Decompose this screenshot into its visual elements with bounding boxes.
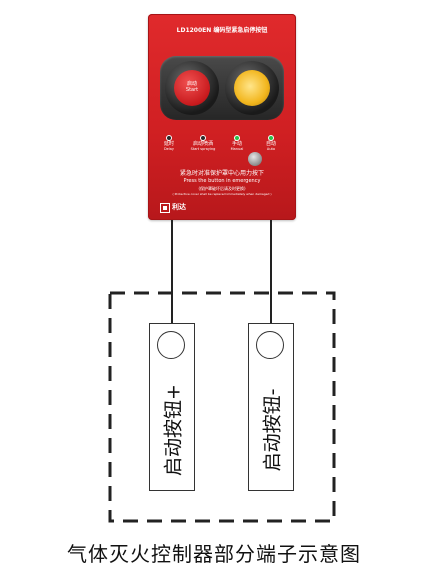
indicator-label-cn: 自动 <box>265 141 276 147</box>
indicator-label-cn: 手动 <box>231 141 242 147</box>
stop-button[interactable] <box>225 61 279 115</box>
start-button[interactable]: 启动 Start <box>165 61 219 115</box>
terminal-screw-hole-icon <box>256 331 284 359</box>
brand-logo-icon <box>160 203 170 213</box>
controller-boundary <box>108 291 336 523</box>
indicator-auto: 自动 Auto <box>254 136 288 151</box>
terminal-start-button-minus: 启动按钮- <box>248 323 294 491</box>
indicator-manual: 手动 Manual <box>220 136 254 151</box>
brand-name: 利达 <box>172 203 186 211</box>
cover-note-cn: (保护罩破坏后请及时更换) <box>198 186 246 191</box>
terminal-screw-hole-icon <box>157 331 185 359</box>
start-button-label-en: Start <box>185 87 199 93</box>
button-panel: 启动 Start <box>160 56 284 120</box>
start-button-label: 启动 Start <box>174 81 210 93</box>
emergency-start-stop-button-device: LD1200EN 编码型紧急启停按钮 启动 Start 延时 Delay 启动喷… <box>148 14 296 220</box>
indicator-label-en: Start spraying <box>190 146 216 151</box>
device-model-label: LD1200EN 编码型紧急启停按钮 <box>176 27 268 34</box>
start-button-label-cn: 启动 <box>186 81 197 87</box>
delay-led-icon <box>167 136 171 140</box>
manual-led-icon <box>235 136 239 140</box>
auto-led-icon <box>269 136 273 140</box>
instruction-cn: 紧急时对准保护罩中心用力按下 <box>179 170 264 177</box>
indicator-start-spraying: 启动喷洒 Start spraying <box>186 136 220 151</box>
terminal-label: 启动按钮+ <box>162 384 185 476</box>
indicator-delay: 延时 Delay <box>152 136 186 151</box>
indicator-label-en: Delay <box>163 146 175 151</box>
start-button-cap: 启动 Start <box>174 70 210 106</box>
indicator-label-cn: 延时 <box>163 141 174 147</box>
indicator-label-cn: 启动喷洒 <box>192 141 213 147</box>
diagram-caption: 气体灭火控制器部分端子示意图 <box>67 542 361 566</box>
stop-button-cap <box>234 70 270 106</box>
terminal-start-button-plus: 启动按钮+ <box>149 323 195 491</box>
cover-note-en: ( Protective cover shall be replaced imm… <box>172 192 272 196</box>
key-switch-icon[interactable] <box>248 152 262 166</box>
terminal-label: 启动按钮- <box>261 388 284 472</box>
instruction-en: Press the button in emergency <box>183 178 261 184</box>
indicator-label-en: Auto <box>266 146 276 151</box>
indicator-row: 延时 Delay 启动喷洒 Start spraying 手动 Manual 自… <box>148 136 296 156</box>
start-spraying-led-icon <box>201 136 205 140</box>
indicator-label-en: Manual <box>230 146 244 151</box>
